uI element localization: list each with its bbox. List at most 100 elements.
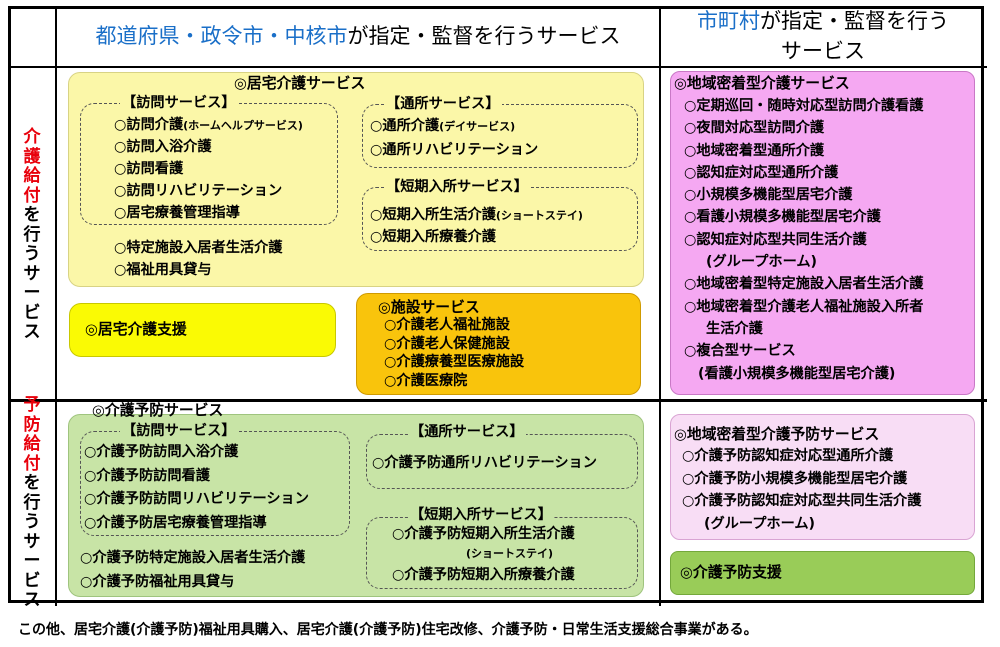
service-item: ○介護予防認知症対応型共同生活介護 [682, 493, 922, 509]
service-item: ○小規模多機能型居宅介護 [684, 187, 853, 204]
header-prefecture-highlight: 都道府県・政令市・中核市 [95, 24, 348, 48]
service-item: ○介護老人福祉施設 [384, 317, 510, 333]
facility-services-box [356, 293, 641, 395]
service-item: ○介護予防認知症対応型通所介護 [682, 448, 894, 464]
community-care-services-box [670, 71, 975, 395]
service-item: ○介護予防訪問リハビリテーション [84, 491, 309, 507]
service-item: ○介護予防福祉用具貸与 [80, 574, 235, 590]
header-municipality-highlight: 市町村 [697, 9, 760, 33]
service-item-note: 生活介護 [706, 320, 763, 337]
home-care-support-box [69, 303, 336, 357]
header-prefecture: 都道府県・政令市・中核市が指定・監督を行うサービス [57, 21, 659, 51]
visit-services-title: 【訪問サービス】 [120, 92, 238, 114]
service-item: ○地域密着型介護老人福祉施設入所者 [684, 298, 924, 315]
header-municipality-line2: サービス [781, 39, 865, 63]
service-item: ○介護療養型医療施設 [384, 354, 525, 370]
service-item-note: (グループホーム) [706, 254, 818, 271]
service-item: ○短期入所生活介護(ショートステイ) [370, 207, 583, 223]
grid-line-row-split [8, 399, 987, 402]
service-item: ○訪問入浴介護 [114, 139, 212, 155]
service-item: ○居宅療養管理指導 [114, 205, 240, 221]
service-item: ○介護老人保健施設 [384, 335, 510, 352]
service-item: ○認知症対応型通所介護 [684, 164, 839, 181]
service-item: ○介護予防特定施設入居者生活介護 [80, 550, 306, 566]
community-care-services-title: ◎地域密着型介護サービス [674, 75, 850, 92]
service-item: ○訪問リハビリテーション [114, 183, 283, 199]
row-label-char: 付 [23, 185, 41, 206]
prevention-other-list: ○介護予防特定施設入居者生活介護 ○介護予防福祉用具貸与 [80, 546, 305, 594]
row-label-char: ス [23, 322, 41, 342]
row-label-char: 給 [23, 434, 41, 454]
service-item: ○夜間対応型訪問介護 [684, 120, 825, 137]
prevent-short-stay-services-title: 【短期入所サービス】 [408, 504, 554, 526]
row-label-char: を [23, 473, 41, 493]
row-label-char: う [23, 244, 41, 264]
service-item: ○介護予防短期入所療養介護 [392, 567, 575, 583]
row-label-char: 給 [23, 166, 41, 186]
header-prefecture-rest: が指定・監督を行うサービス [347, 24, 621, 48]
header-municipality-rest: が指定・監督を行う [760, 9, 949, 33]
service-item: ○短期入所療養介護 [370, 229, 496, 245]
community-prevention-services-box [670, 414, 975, 540]
service-item: ○定期巡回・随時対応型訪問介護看護 [684, 98, 924, 114]
home-care-other-list: ○特定施設入居者生活介護 ○福祉用具貸与 [114, 237, 282, 281]
row-label-char: ス [23, 590, 41, 610]
prevention-support-box [670, 551, 975, 595]
row-label-char: 付 [23, 453, 41, 474]
service-item: ○介護予防居宅療養管理指導 [84, 514, 267, 531]
facility-services-title: ◎施設サービス [378, 299, 480, 316]
service-item: ○介護予防通所リハビリテーション [372, 455, 597, 471]
service-item: ○介護予防訪問看護 [84, 467, 210, 484]
row-label-prevent: 予 防 給 付 を 行 う サ ー ビ ス [22, 395, 42, 611]
service-item-note: (グループホーム) [704, 515, 816, 532]
row-label-char: サ [23, 531, 41, 552]
grid-line-muni-col [659, 6, 661, 606]
service-item: ○通所リハビリテーション [370, 142, 539, 158]
service-item: ○介護予防訪問入浴介護 [84, 444, 239, 460]
visit-services-list: ○訪問入浴介護 ○訪問看護 ○訪問リハビリテーション ○居宅療養管理指導 [114, 136, 282, 224]
prevention-services-title: ◎介護予防サービス [92, 402, 224, 419]
row-label-char: を [23, 205, 41, 225]
footer-note: この他、居宅介護(介護予防)福祉用具購入、居宅介護(介護予防)住宅改修、介護予防… [18, 622, 758, 638]
prevent-visit-services-list: ○介護予防訪問入浴介護 ○介護予防訪問看護 ○介護予防訪問リハビリテーション ○… [84, 441, 309, 535]
home-care-support-label: ◎居宅介護支援 [85, 321, 187, 338]
row-label-char: 介 [23, 127, 41, 147]
service-item: ○通所介護(デイサービス) [370, 118, 516, 134]
header-municipality: 市町村が指定・監督を行う サービス [661, 6, 985, 66]
service-item: ○地域密着型特定施設入居者生活介護 [684, 276, 924, 293]
grid-line-label-col [55, 6, 57, 606]
service-item: ○地域密着型通所介護 [684, 142, 825, 159]
row-label-char: ー [23, 283, 41, 303]
table-frame [8, 6, 984, 603]
row-label-care: 介 護 給 付 を 行 う サ ー ビ ス [22, 127, 42, 343]
row-label-char: う [23, 512, 41, 532]
row-label-char: 行 [23, 492, 41, 513]
row-label-char: ビ [23, 570, 41, 591]
short-stay-services-title: 【短期入所サービス】 [384, 176, 530, 198]
service-item: ○福祉用具貸与 [114, 262, 212, 278]
row-label-char: 防 [23, 414, 41, 435]
row-label-char: 護 [23, 146, 41, 167]
service-item: ○介護予防短期入所生活介護 [392, 526, 575, 542]
community-care-services-list: ○定期巡回・随時対応型訪問介護看護 ○夜間対応型訪問介護 ○地域密着型通所介護 … [684, 95, 923, 385]
facility-services-list: ○介護老人福祉施設 ○介護老人保健施設 ○介護療養型医療施設 ○介護医療院 [384, 316, 524, 390]
day-services-title: 【通所サービス】 [384, 93, 502, 115]
prevent-day-services-title: 【通所サービス】 [408, 421, 526, 443]
service-item: ○介護医療院 [384, 372, 468, 389]
row-label-char: ビ [23, 302, 41, 323]
row-label-char: ー [23, 551, 41, 571]
community-prevention-services-list: ○介護予防認知症対応型通所介護 ○介護予防小規模多機能型居宅介護 ○介護予防認知… [682, 445, 921, 535]
service-item-note: (看護小規模多機能型居宅介護) [698, 365, 896, 382]
row-label-char: 予 [23, 395, 41, 415]
prevent-visit-services-title: 【訪問サービス】 [120, 420, 238, 442]
service-item: ○介護予防小規模多機能型居宅介護 [682, 470, 908, 487]
service-item: ○訪問看護 [114, 161, 184, 177]
grid-line-header [8, 66, 987, 68]
service-item-note: (ショートステイ) [466, 547, 554, 560]
row-label-char: 行 [23, 224, 41, 245]
service-item: ○認知症対応型共同生活介護 [684, 231, 867, 248]
home-care-services-title: ◎居宅介護サービス [234, 75, 366, 92]
prevention-support-label: ◎介護予防支援 [680, 564, 782, 581]
service-item: ○特定施設入居者生活介護 [114, 240, 283, 256]
service-item: ○訪問介護(ホームヘルプサービス) [114, 117, 303, 133]
